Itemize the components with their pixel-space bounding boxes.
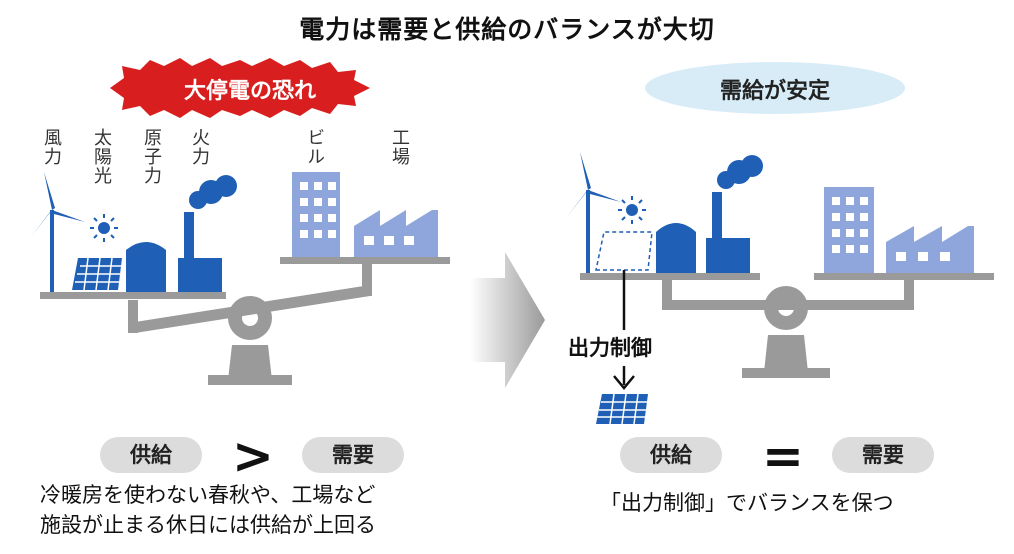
- label-wind: 風力: [41, 128, 62, 166]
- label-factory: 工場: [389, 128, 410, 166]
- burst-shape: [110, 58, 370, 118]
- transition-arrow: [470, 252, 545, 388]
- label-solar: 太陽光: [91, 128, 112, 185]
- label-nuclear: 原子力: [141, 128, 162, 185]
- right-demand-pill: 需要: [832, 437, 934, 473]
- right-supply-icons: [566, 152, 763, 425]
- stable-oval: [645, 62, 905, 114]
- stable-label: 需給が安定: [719, 79, 830, 104]
- left-caption-line-2: 施設が止まる休日には供給が上回る: [40, 513, 376, 537]
- right-scale: [580, 273, 994, 378]
- label-building: ビル: [304, 128, 325, 166]
- page-title: 電力は需要と供給のバランスが大切: [299, 15, 715, 44]
- warning-label: 大停電の恐れ: [183, 79, 316, 104]
- left-demand-icons: [292, 172, 438, 257]
- left-scale: [40, 257, 450, 385]
- equals-sign: =: [762, 427, 804, 485]
- left-caption-line-1: 冷暖房を使わない春秋や、工場など: [40, 483, 376, 507]
- label-thermal: 火力: [189, 128, 210, 166]
- left-supply-pill: 供給: [100, 437, 202, 473]
- left-demand-pill: 需要: [302, 437, 404, 473]
- right-supply-pill: 供給: [620, 437, 722, 473]
- left-supply-icons: [30, 172, 237, 292]
- right-caption: 「出力制御」でバランスを保つ: [600, 491, 894, 515]
- output-control-label: 出力制御: [568, 336, 652, 360]
- greater-than-sign: >: [232, 427, 274, 485]
- right-demand-icons: [824, 187, 974, 273]
